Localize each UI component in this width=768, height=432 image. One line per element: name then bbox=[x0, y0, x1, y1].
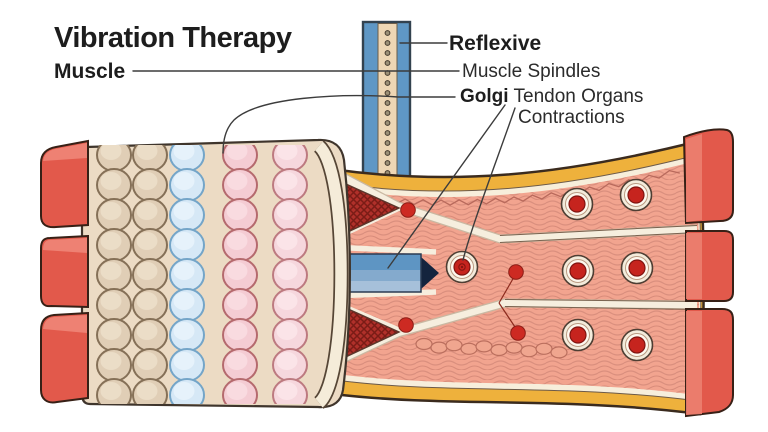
label-golgi-rest: Tendon Organs bbox=[508, 86, 644, 107]
fiber-bumps-row bbox=[415, 337, 568, 359]
tendon-blocks-left bbox=[40, 139, 89, 404]
golgi-organ-leader bbox=[462, 107, 516, 261]
needle-tip-leader bbox=[387, 104, 506, 269]
diagram-title: Vibration Therapy bbox=[54, 22, 292, 54]
myofilament-bead-chains bbox=[96, 145, 308, 404]
fiber-scallop-edge bbox=[351, 169, 680, 206]
muscle-belly bbox=[327, 139, 705, 416]
label-reflexive: Reflexive bbox=[449, 32, 542, 55]
label-muscle-spindles: Muscle Spindles bbox=[462, 61, 601, 82]
label-golgi-tendon-organs: Golgi Tendon Organs bbox=[460, 87, 643, 106]
label-golgi-bold: Golgi bbox=[460, 86, 509, 107]
nerve-end-dots bbox=[398, 202, 526, 341]
tendon-blocks-right bbox=[682, 128, 734, 418]
needle-tip bbox=[421, 257, 439, 289]
label-muscle: Muscle bbox=[54, 60, 126, 83]
muscle-cross-section bbox=[80, 138, 351, 409]
vibration-probe bbox=[361, 20, 412, 182]
label-contractions: Contractions bbox=[518, 107, 625, 128]
leader-lines bbox=[132, 42, 516, 269]
golgi-curve-leader bbox=[222, 94, 456, 154]
golgi-tendon-organs bbox=[445, 178, 654, 362]
probe-dot-column bbox=[384, 30, 391, 176]
